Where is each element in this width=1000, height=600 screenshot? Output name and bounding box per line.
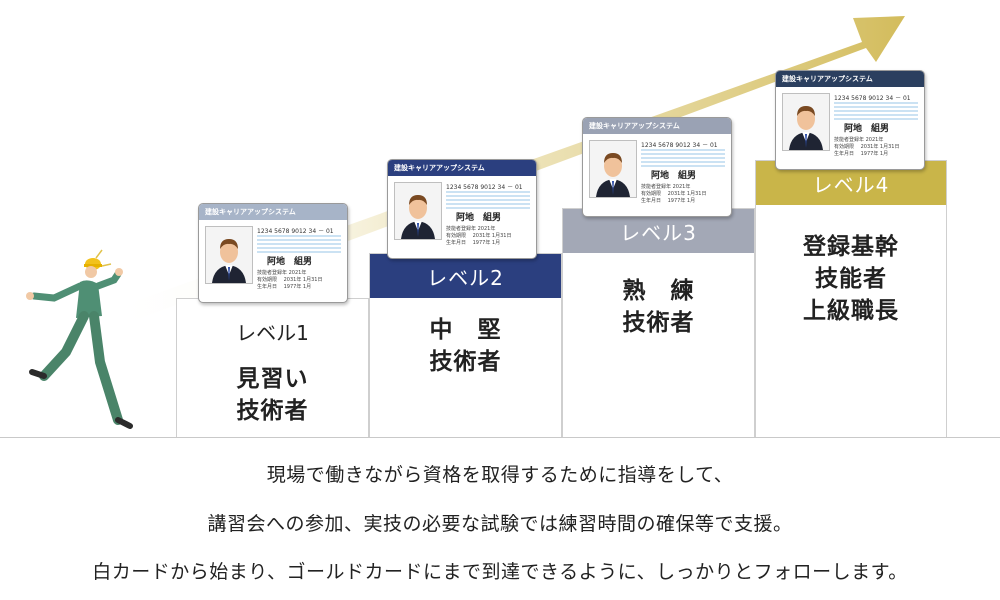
card-header: 建設キャリアアップシステム [583,118,731,134]
card-meta: 技能者登録年 2021年 有効期限 2031年 1月31日 生年月日 1977年… [641,184,706,205]
step-level-2: レベル2 中 堅 技術者 [369,253,562,438]
level-band: レベル2 [370,254,561,298]
running-worker-illustration [26,249,133,429]
step-title: 熟 練 技術者 [622,278,695,336]
card-guilloche [641,149,725,167]
card-header: 建設キャリアアップシステム [388,160,536,176]
description-line-2: 講習会への参加、実技の必要な試験では練習時間の確保等で支援。 [207,513,793,535]
card-guilloche [834,102,918,120]
portrait-photo [782,93,830,151]
card-meta-line: 有効期限 2031年 1月31日 [257,277,323,283]
portrait-photo [394,182,442,240]
step-title: 見習い 技術者 [236,366,309,424]
id-card-white: 建設キャリアアップシステム 1234 5678 9012 34 － 01 阿地 … [198,203,348,303]
card-guilloche [446,191,530,209]
step-level-label: レベル1 [236,321,309,345]
card-header: 建設キャリアアップシステム [199,204,347,220]
card-header: 建設キャリアアップシステム [776,71,924,87]
step-title: 中 堅 技術者 [429,317,502,375]
card-meta-line: 技能者登録年 2021年 [257,270,307,276]
card-number: 1234 5678 9012 34 － 01 [641,142,718,149]
step-level-1: レベル1 見習い 技術者 [176,298,369,438]
card-meta-line: 技能者登録年 2021年 [641,184,691,190]
description-line-1: 現場で働きながら資格を取得するために指導をして、 [266,464,734,486]
card-holder-name: 阿地 組男 [844,124,890,134]
card-meta: 技能者登録年 2021年 有効期限 2031年 1月31日 生年月日 1977年… [257,270,322,291]
portrait-photo [205,226,253,284]
step-level-label: レベル2 [427,265,504,290]
card-number: 1234 5678 9012 34 － 01 [257,228,334,235]
card-meta-line: 有効期限 2031年 1月31日 [641,191,707,197]
card-holder-name: 阿地 組男 [651,171,697,181]
step-level-3: レベル3 熟 練 技術者 [562,208,755,438]
card-meta-line: 生年月日 1977年 1月 [641,198,696,204]
card-guilloche [257,235,341,253]
card-meta-line: 技能者登録年 2021年 [446,226,496,232]
card-system-name: 建設キャリアアップシステム [205,208,296,216]
portrait-icon [789,106,823,150]
step-title: 登録基幹 技能者 上級職長 [803,234,899,324]
card-holder-name: 阿地 組男 [456,213,502,223]
portrait-icon [401,195,435,239]
card-meta: 技能者登録年 2021年 有効期限 2031年 1月31日 生年月日 1977年… [834,137,899,158]
card-system-name: 建設キャリアアップシステム [394,164,485,172]
portrait-photo [589,140,637,198]
card-meta-line: 有効期限 2031年 1月31日 [834,144,900,150]
card-system-name: 建設キャリアアップシステム [589,122,680,130]
step-level-label: レベル3 [620,220,697,245]
card-meta-line: 生年月日 1977年 1月 [834,151,889,157]
card-meta-line: 生年月日 1977年 1月 [446,240,501,246]
card-system-name: 建設キャリアアップシステム [782,75,873,83]
id-card-silver: 建設キャリアアップシステム 1234 5678 9012 34 － 01 阿地 … [582,117,732,217]
card-number: 1234 5678 9012 34 － 01 [446,184,523,191]
card-meta-line: 技能者登録年 2021年 [834,137,884,143]
step-level-label: レベル4 [812,172,890,197]
portrait-icon [596,153,630,197]
card-holder-name: 阿地 組男 [267,257,313,267]
card-meta-line: 有効期限 2031年 1月31日 [446,233,512,239]
ground-line [0,437,1000,438]
description-line-3: 白カードから始まり、ゴールドカードにまで到達できるように、しっかりとフォローしま… [92,561,908,583]
id-card-blue: 建設キャリアアップシステム 1234 5678 9012 34 － 01 阿地 … [387,159,537,259]
id-card-gold: 建設キャリアアップシステム 1234 5678 9012 34 － 01 阿地 … [775,70,925,170]
step-level-4: レベル4 登録基幹 技能者 上級職長 [755,160,947,438]
portrait-icon [212,239,246,283]
card-meta: 技能者登録年 2021年 有効期限 2031年 1月31日 生年月日 1977年… [446,226,511,247]
card-meta-line: 生年月日 1977年 1月 [257,284,312,290]
card-number: 1234 5678 9012 34 － 01 [834,95,911,102]
